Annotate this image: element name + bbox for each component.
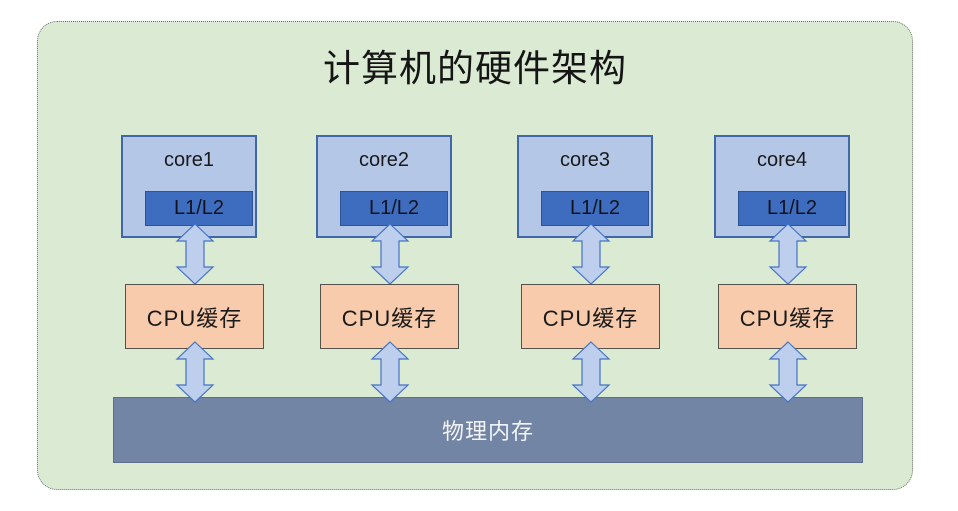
l1-l2-label: L1/L2 xyxy=(368,197,420,219)
bidirectional-arrow-icon xyxy=(370,341,410,403)
physical-memory-label: 物理内存 xyxy=(441,419,534,444)
core-box: core4 L1/L2 xyxy=(714,135,850,238)
diagram-title: 计算机的硬件架构 xyxy=(323,48,627,89)
bidirectional-arrow-icon xyxy=(768,341,808,403)
cpu-cache-label: CPU缓存 xyxy=(146,305,243,331)
cpu-cache-box: CPU缓存 xyxy=(521,284,660,349)
cpu-cache-box: CPU缓存 xyxy=(125,284,264,349)
core-box: core2 L1/L2 xyxy=(316,135,452,238)
cpu-cache-box: CPU缓存 xyxy=(718,284,857,349)
bidirectional-arrow-icon xyxy=(768,223,808,285)
diagram-canvas: 计算机的硬件架构 物理内存 core1 L1/L2 CPU缓存 core2 L1… xyxy=(37,21,913,490)
cpu-column: core3 L1/L2 CPU缓存 xyxy=(515,135,660,405)
cpu-cache-box: CPU缓存 xyxy=(320,284,459,349)
l1-l2-cache-box: L1/L2 xyxy=(541,191,649,226)
l1-l2-cache-box: L1/L2 xyxy=(145,191,253,226)
core-box: core3 L1/L2 xyxy=(517,135,653,238)
core-label: core2 xyxy=(358,149,410,171)
physical-memory-bar: 物理内存 xyxy=(113,397,863,463)
bidirectional-arrow-icon xyxy=(175,223,215,285)
bidirectional-arrow-icon xyxy=(175,341,215,403)
cpu-column: core4 L1/L2 CPU缓存 xyxy=(712,135,857,405)
core-box: core1 L1/L2 xyxy=(121,135,257,238)
bidirectional-arrow-icon xyxy=(571,341,611,403)
core-label: core1 xyxy=(163,149,215,171)
core-label: core4 xyxy=(756,149,808,171)
cpu-column: core2 L1/L2 CPU缓存 xyxy=(314,135,459,405)
l1-l2-cache-box: L1/L2 xyxy=(738,191,846,226)
l1-l2-label: L1/L2 xyxy=(569,197,621,219)
cpu-cache-label: CPU缓存 xyxy=(341,305,438,331)
cpu-column: core1 L1/L2 CPU缓存 xyxy=(119,135,264,405)
l1-l2-label: L1/L2 xyxy=(766,197,818,219)
bidirectional-arrow-icon xyxy=(370,223,410,285)
bidirectional-arrow-icon xyxy=(571,223,611,285)
cpu-cache-label: CPU缓存 xyxy=(739,305,836,331)
cpu-cache-label: CPU缓存 xyxy=(542,305,639,331)
core-label: core3 xyxy=(559,149,611,171)
l1-l2-label: L1/L2 xyxy=(173,197,225,219)
l1-l2-cache-box: L1/L2 xyxy=(340,191,448,226)
